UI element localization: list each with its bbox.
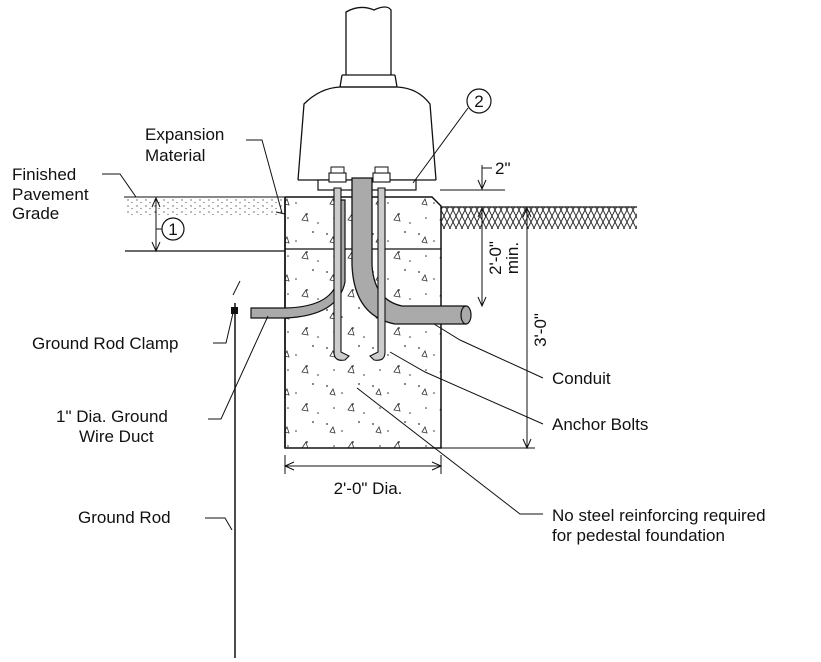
callout-1-text: 1 [168,220,177,239]
label-conduit: Conduit [552,369,611,388]
dim-min-text: min. [503,242,522,274]
leader-lines [102,139,544,531]
concrete-foundation [125,196,442,449]
label-ground-wire-duct-1: 1" Dia. Ground [56,407,168,426]
earth-surface [441,206,637,229]
dimension-diameter: 2'-0" Dia. [283,455,443,498]
dim-2ft-text: 2'-0" [486,241,505,275]
callout-2: 2 [412,88,492,184]
label-ground-rod: Ground Rod [78,508,171,527]
label-no-steel-2: for pedestal foundation [552,526,725,545]
label-grade: Grade [12,204,59,223]
dim-2in-text: 2" [495,159,511,178]
label-expansion: Expansion [145,125,224,144]
label-finished: Finished [12,165,76,184]
anchor-bolts [328,166,391,361]
callout-2-text: 2 [474,92,483,111]
pedestal-base [297,86,437,191]
dim-diameter-text: 2'-0" Dia. [334,479,403,498]
label-ground-rod-clamp: Ground Rod Clamp [32,334,178,353]
dimension-2ft-min: 2'-0" min. [477,206,522,308]
label-material: Material [145,146,205,165]
dimension-2in: 2" [440,159,511,191]
label-ground-wire-duct-2: Wire Duct [79,427,154,446]
pole [339,6,398,88]
callout-1: 1 [151,196,185,253]
ground-rod [231,280,241,658]
label-no-steel-1: No steel reinforcing required [552,506,766,525]
label-pavement: Pavement [12,185,89,204]
ground-wire-duct [250,199,346,319]
label-anchor-bolts: Anchor Bolts [552,415,648,434]
finished-pavement [124,196,284,215]
dim-3ft-text: 3'-0" [531,313,550,347]
dimension-3ft: 3'-0" [441,206,550,450]
